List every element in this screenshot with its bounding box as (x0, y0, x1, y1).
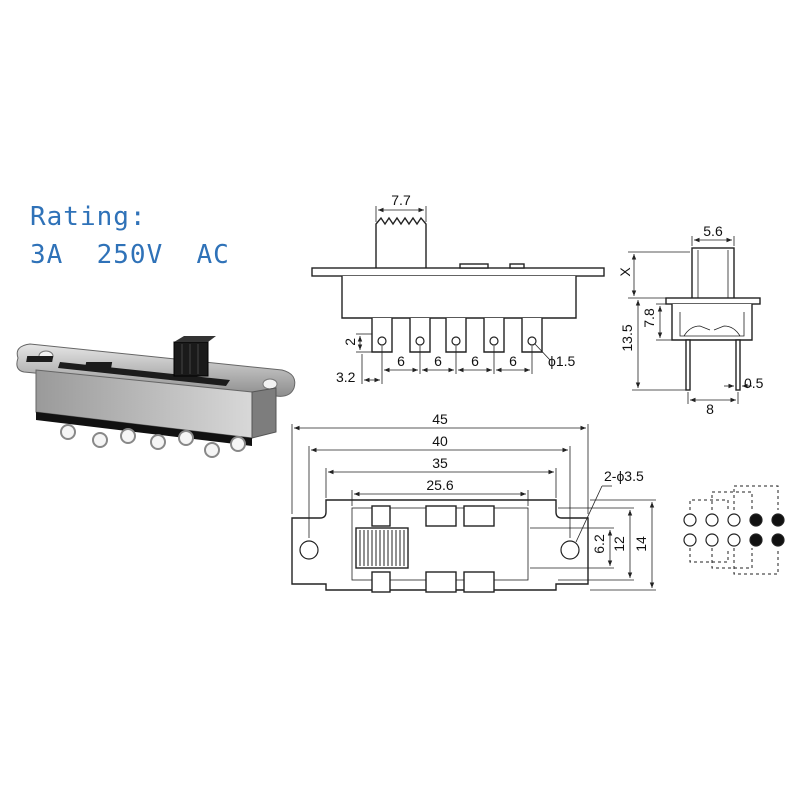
dim-slot-width: 6.2 (591, 534, 607, 554)
rating-text: Rating: 3A 250V AC (30, 198, 230, 274)
dim-pin-offset: 2 (342, 338, 358, 346)
dim-side-knob: 5.6 (703, 223, 723, 239)
side-view: 5.6 X 7.8 13.5 8 0.5 (617, 223, 764, 417)
rating-value: 3A 250V AC (30, 240, 230, 270)
dim-overall-length: 45 (432, 411, 448, 427)
rating-label: Rating: (30, 202, 147, 232)
dim-edge-offset: 3.2 (336, 369, 356, 385)
dim-housing-length: 35 (432, 455, 448, 471)
dim-slot-length: 25.6 (426, 477, 453, 493)
dim-pin-spacing: 8 (706, 401, 714, 417)
dim-pin-thickness: 0.5 (744, 375, 764, 391)
dim-travel: X (617, 267, 633, 277)
switch-photo (16, 336, 296, 458)
dim-mount-holes: 2-ϕ3.5 (604, 468, 644, 484)
dim-inner-height: 7.8 (641, 308, 657, 328)
dim-hole-dia: ϕ1.5 (548, 353, 576, 369)
front-view: 7.7 2 3.2 6 6 6 6 ϕ1.5 (311, 192, 605, 385)
dim-knob-width: 7.7 (391, 192, 411, 208)
dim-pitch-3: 6 (471, 353, 479, 369)
dim-pitch-4: 6 (509, 353, 517, 369)
dim-flange-width: 14 (633, 536, 649, 552)
dim-total-height: 13.5 (619, 324, 635, 351)
dim-pitch-1: 6 (397, 353, 405, 369)
dim-hole-pitch: 40 (432, 433, 448, 449)
dim-pitch-2: 6 (434, 353, 442, 369)
pin-diagram (683, 485, 785, 575)
top-view: 45 40 35 25.6 2-ϕ3.5 6.2 12 14 (291, 411, 656, 593)
dim-housing-width: 12 (611, 536, 627, 552)
